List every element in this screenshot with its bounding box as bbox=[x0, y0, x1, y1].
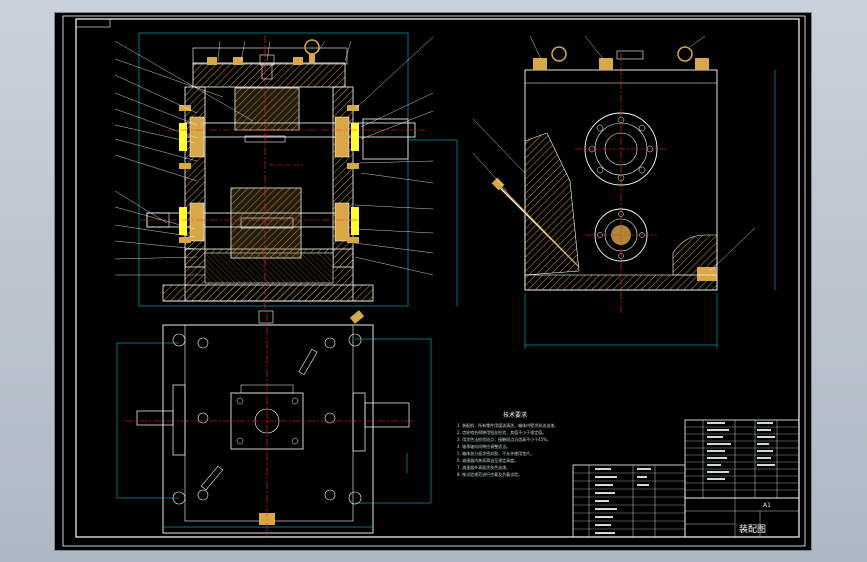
cad-viewport[interactable]: 技术要求 1. 装配前，所有零件用煤油清洗，箱体内壁涂耐油油漆。 2. 齿轮啮合… bbox=[55, 13, 811, 550]
title-block-title: 装配图 bbox=[739, 523, 766, 535]
sheet-outer-frame bbox=[62, 15, 806, 547]
parts-list bbox=[572, 419, 800, 538]
technical-requirements: 技术要求 1. 装配前，所有零件用煤油清洗，箱体内壁涂耐油油漆。 2. 齿轮啮合… bbox=[457, 411, 558, 477]
note-line: 5. 箱体剖分面涂密封胶，不允许使用垫片。 bbox=[457, 450, 534, 456]
note-line: 1. 装配前，所有零件用煤油清洗，箱体内壁涂耐油油漆。 bbox=[457, 422, 558, 428]
side-view bbox=[472, 35, 776, 349]
note-line: 6. 减速器内装润滑油至规定高度。 bbox=[457, 457, 518, 463]
note-line: 4. 轴承轴向间隙应调整适当。 bbox=[457, 443, 510, 449]
note-line: 8. 按试验规范进行空载及负载试验。 bbox=[457, 471, 522, 477]
top-view bbox=[116, 310, 432, 538]
sheet-inner-frame bbox=[75, 18, 800, 538]
note-line: 7. 减速器外表面涂灰色油漆。 bbox=[457, 464, 510, 470]
note-line: 2. 齿轮啮合侧隙用铅丝检验，其值不小于规定值。 bbox=[457, 429, 546, 435]
note-line: 3. 用涂色法检验斑点，接触斑点沿齿高不小于45%。 bbox=[457, 436, 551, 442]
drawing-number-box bbox=[75, 18, 111, 28]
notes-title: 技术要求 bbox=[503, 411, 527, 419]
title-block-sheet: A1 bbox=[763, 502, 771, 509]
assembly-drawing: 技术要求 1. 装配前，所有零件用煤油清洗，箱体内壁涂耐油油漆。 2. 齿轮啮合… bbox=[62, 15, 806, 547]
front-section-view bbox=[114, 32, 458, 311]
